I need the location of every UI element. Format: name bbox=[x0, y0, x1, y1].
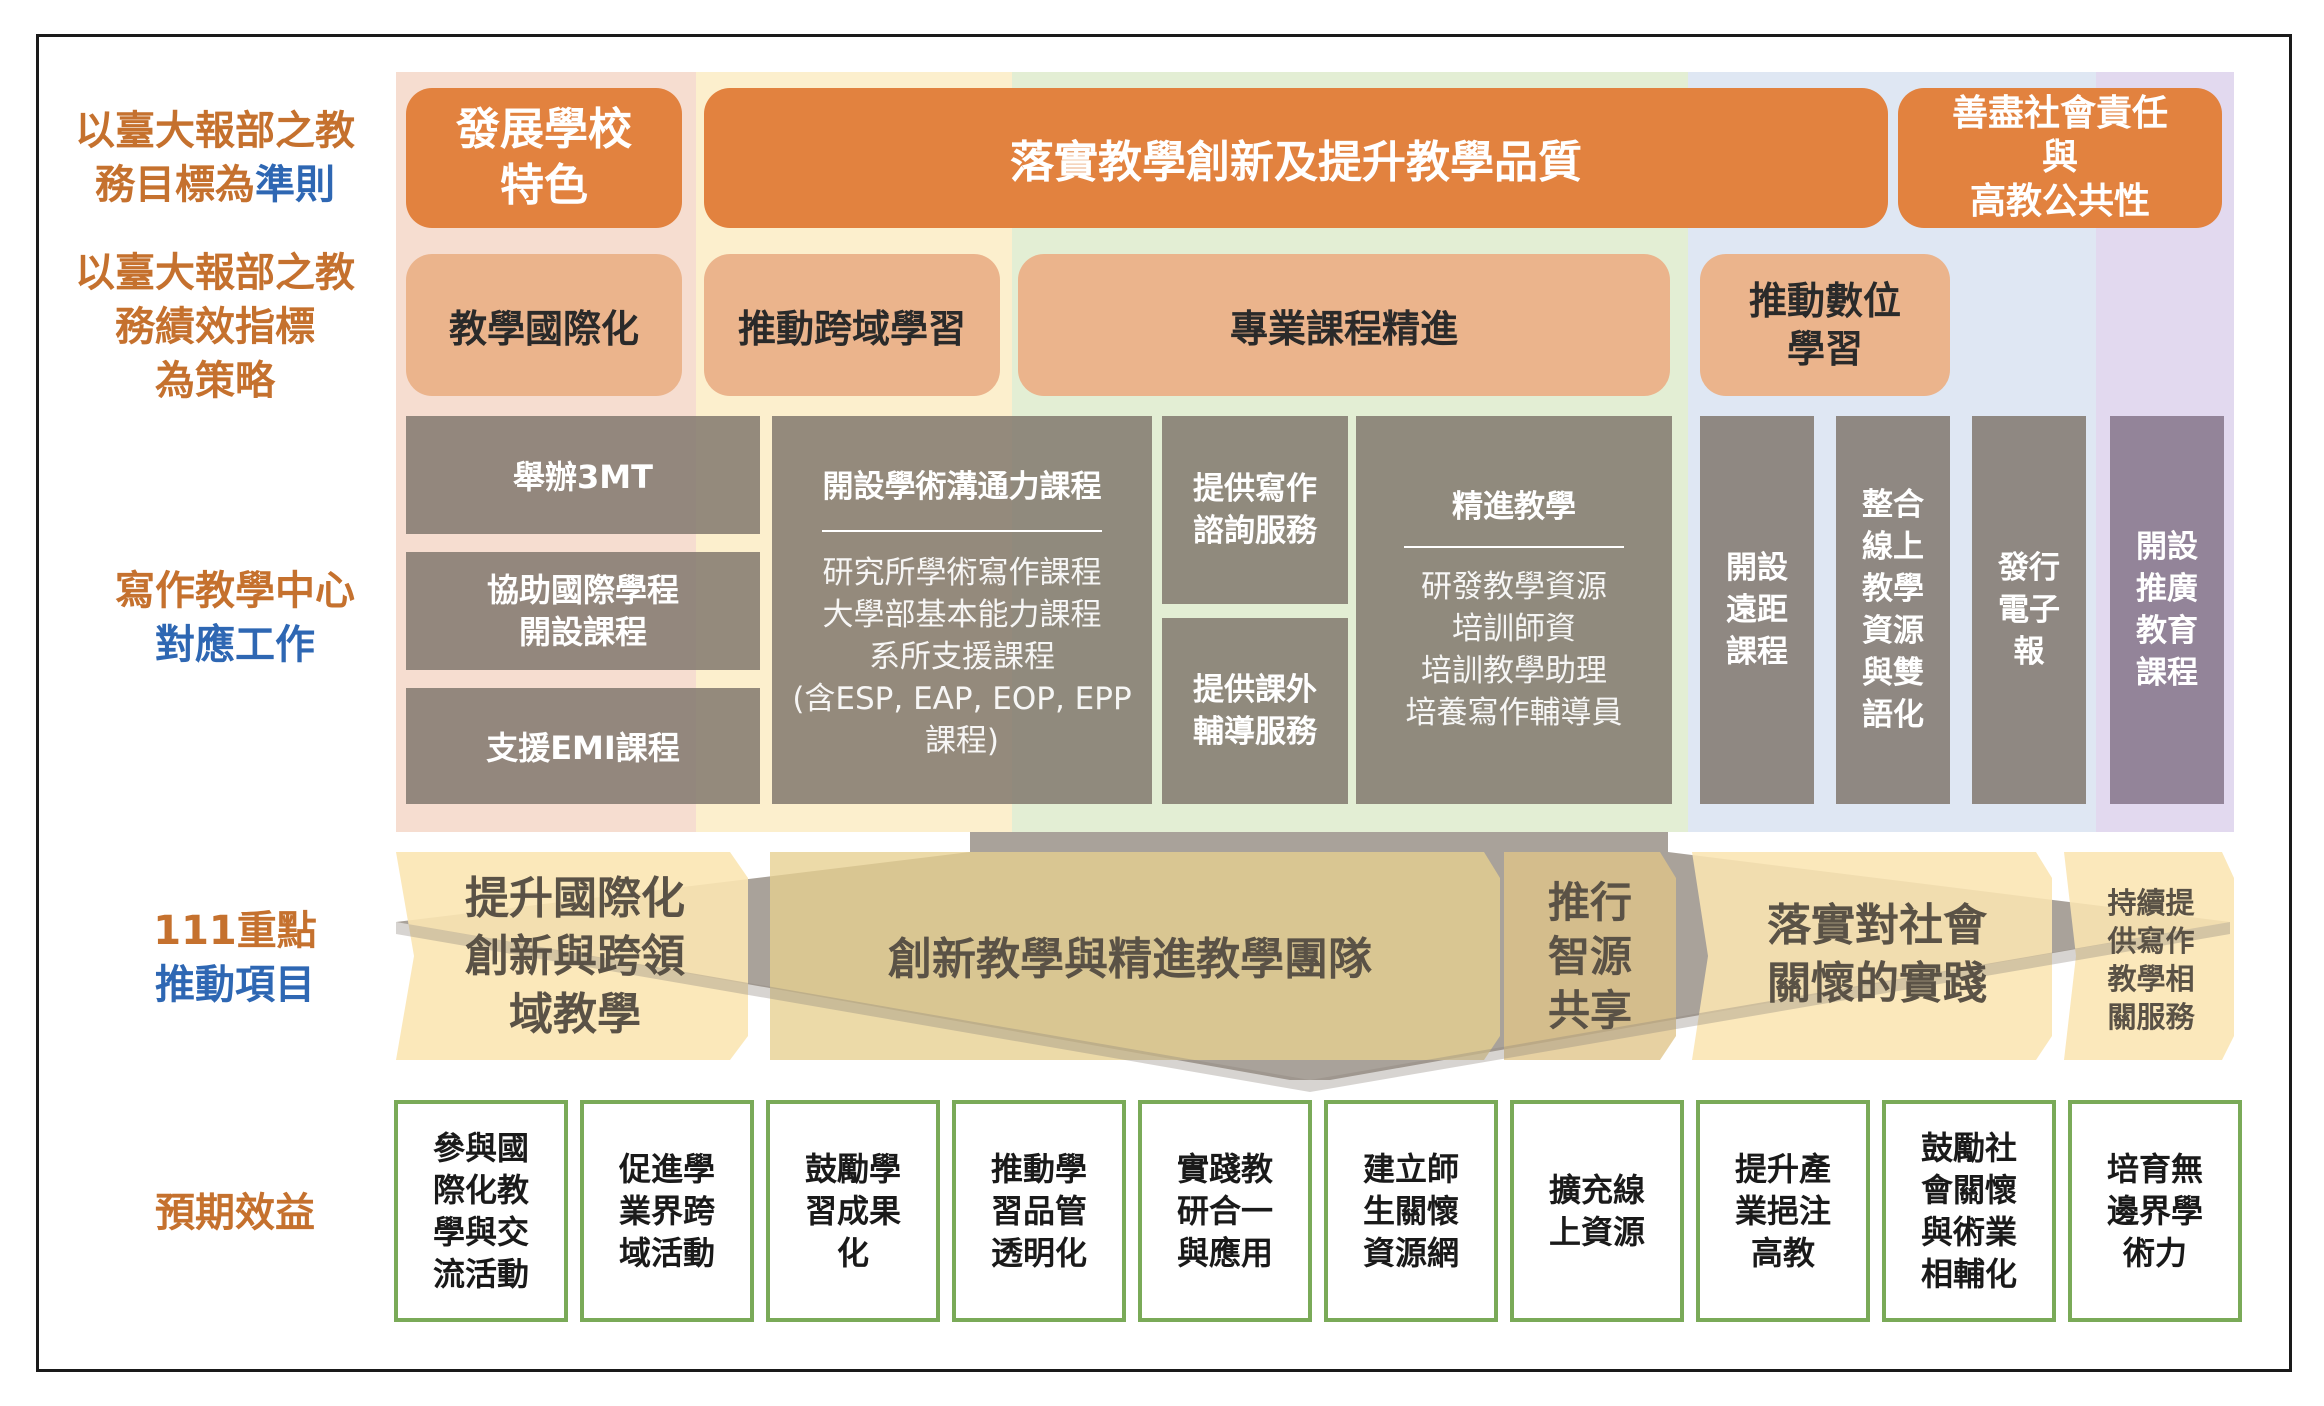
work-international-program: 協助國際學程 開設課程 bbox=[406, 552, 760, 670]
project-shape-social-care bbox=[1692, 852, 2052, 1060]
diagram-frame bbox=[36, 34, 2292, 1372]
benefit-borderless-learning: 培育無邊界學術力 bbox=[2068, 1100, 2242, 1322]
row-label-goals: 以臺大報部之教 務目標為準則 bbox=[75, 108, 355, 208]
work-refine-teaching: 精進教學 研發教學資源 培訓師資 培訓教學助理 培養寫作輔導員 bbox=[1356, 416, 1672, 804]
project-internationalization: 提升國際化 創新與跨領 域教學 bbox=[465, 873, 685, 1040]
work-online-resources: 整合 線上 教學 資源 與雙 語化 bbox=[1836, 416, 1950, 804]
project-shape-writing-services bbox=[2064, 852, 2234, 1060]
project-innovation-team: 創新教學與精進教學團隊 bbox=[888, 934, 1372, 985]
benefit-industry-academia: 促進學業界跨域活動 bbox=[580, 1100, 754, 1322]
project-social-care: 落實對社會 關懷的實踐 bbox=[1767, 900, 1987, 1009]
work-3mt: 舉辦3MT bbox=[406, 416, 760, 534]
strategy-cross-domain: 推動跨域學習 bbox=[704, 254, 1000, 396]
work-extension-education: 開設 推廣 教育 課程 bbox=[2110, 416, 2224, 804]
strategy-internationalization: 教學國際化 bbox=[406, 254, 682, 396]
work-writing-consult: 提供寫作 諮詢服務 bbox=[1162, 416, 1348, 604]
benefit-learning-outcomes: 鼓勵學習成果化 bbox=[766, 1100, 940, 1322]
benefit-teaching-research: 實踐教研合一與應用 bbox=[1138, 1100, 1312, 1322]
strategy-digital-learning: 推動數位 學習 bbox=[1700, 254, 1950, 396]
project-shape-innovation-team bbox=[770, 852, 1500, 1060]
goal-school-feature: 發展學校 特色 bbox=[406, 88, 682, 228]
project-writing-services: 持續提 供寫作 教學相 關服務 bbox=[2107, 886, 2195, 1034]
benefit-care-network: 建立師生關懷資源網 bbox=[1324, 1100, 1498, 1322]
divider bbox=[1404, 546, 1624, 548]
work-e-newsletter: 發行 電子 報 bbox=[1972, 416, 2086, 804]
work-academic-communication: 開設學術溝通力課程 研究所學術寫作課程 大學部基本能力課程 系所支援課程 (含E… bbox=[772, 416, 1152, 804]
benefit-industry-investment: 提升產業挹注高教 bbox=[1696, 1100, 1870, 1322]
goal-teaching-quality: 落實教學創新及提升教學品質 bbox=[704, 88, 1888, 228]
benefit-online-resources: 擴充線上資源 bbox=[1510, 1100, 1684, 1322]
benefit-international-exchange: 參與國際化教學與交流活動 bbox=[394, 1100, 568, 1322]
goal-social-responsibility: 善盡社會責任 與 高教公共性 bbox=[1898, 88, 2222, 228]
project-shape-knowledge-sharing bbox=[1504, 852, 1676, 1060]
row-label-strategies: 以臺大報部之教 務績效指標 為策略 bbox=[75, 250, 355, 404]
benefit-quality-control: 推動學習品管透明化 bbox=[952, 1100, 1126, 1322]
strategy-professional-courses: 專業課程精進 bbox=[1018, 254, 1670, 396]
work-distance-course: 開設 遠距 課程 bbox=[1700, 416, 1814, 804]
row-label-benefits: 預期效益 bbox=[155, 1190, 315, 1236]
row-label-key-projects: 111重點 推動項目 bbox=[153, 908, 317, 1008]
work-emi: 支援EMI課程 bbox=[406, 688, 760, 804]
divider bbox=[822, 530, 1102, 532]
project-shape-internationalization bbox=[396, 852, 748, 1060]
row-label-center-work: 寫作教學中心 對應工作 bbox=[115, 568, 355, 668]
benefit-social-care: 鼓勵社會關懷與術業相輔化 bbox=[1882, 1100, 2056, 1322]
project-knowledge-sharing: 推行 智源 共享 bbox=[1547, 878, 1632, 1035]
work-extracurricular: 提供課外 輔導服務 bbox=[1162, 618, 1348, 804]
